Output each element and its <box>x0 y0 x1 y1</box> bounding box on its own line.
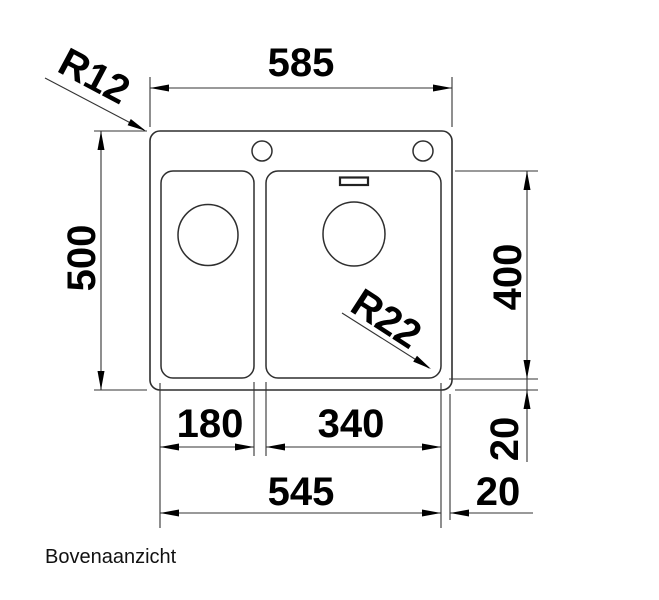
dim-label-180: 180 <box>177 402 244 446</box>
right-bowl <box>265 170 442 379</box>
dim-label-r12: R12 <box>51 40 136 113</box>
arrowhead-up <box>523 171 531 190</box>
left-drain-hole <box>177 203 239 267</box>
arrowhead-left <box>160 509 179 517</box>
arrowhead-left <box>450 509 469 517</box>
dim-label-340: 340 <box>318 402 385 446</box>
leader-line <box>44 77 145 131</box>
arrowhead-right <box>235 443 254 451</box>
dim-label-400: 400 <box>486 244 530 311</box>
sink-body <box>149 130 453 391</box>
arrowhead <box>127 119 146 131</box>
dimension-total-and-rim: 545 20 <box>160 470 533 517</box>
arrowhead-down <box>97 371 105 390</box>
dim-label-585: 585 <box>268 41 335 85</box>
dimension-overall-width: 585 <box>149 41 453 127</box>
leader-outer-corner-radius: R12 <box>44 40 146 131</box>
arrowhead-right <box>422 443 441 451</box>
arrowhead-up-outside <box>523 390 531 409</box>
arrowhead-left <box>266 443 285 451</box>
leader-line <box>341 312 430 369</box>
dim-label-500: 500 <box>60 225 104 292</box>
arrowhead-right <box>433 84 452 92</box>
left-bowl <box>160 170 255 379</box>
dimension-bowl-widths: 180 340 <box>159 382 451 528</box>
overflow-slot <box>338 176 370 187</box>
arrowhead-up <box>97 131 105 150</box>
dimension-bowl-depth: 400 20 <box>449 170 538 462</box>
arrowhead-left <box>160 443 179 451</box>
arrowhead-left <box>150 84 169 92</box>
arrowhead-right <box>422 509 441 517</box>
dim-label-545: 545 <box>268 470 335 514</box>
sink-outline <box>149 130 453 391</box>
dim-label-20-bottom-rim: 20 <box>483 417 527 462</box>
dimension-overall-depth: 500 <box>60 130 147 391</box>
tap-hole-left <box>251 140 273 162</box>
arrowhead-down <box>523 360 531 379</box>
view-caption: Bovenaanzicht <box>45 546 177 568</box>
arrowhead <box>413 355 431 369</box>
tap-hole-right <box>412 140 434 162</box>
dim-label-20-right-rim: 20 <box>476 470 521 514</box>
right-drain-hole <box>322 201 386 267</box>
